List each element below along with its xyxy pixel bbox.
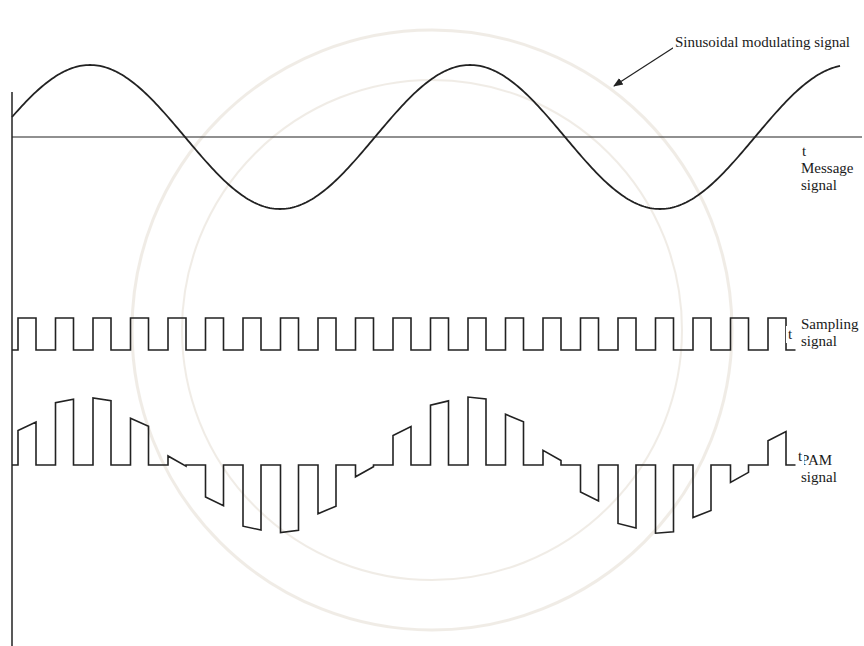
- sampling-pulses: [12, 318, 796, 350]
- axis-label: t: [800, 143, 808, 160]
- watermark-seal: [132, 30, 732, 630]
- signal-title: Sinusoidal modulating signal: [673, 34, 861, 51]
- axis-label: t: [786, 326, 794, 343]
- vertical-axis: [11, 92, 13, 646]
- signal-name: Message signal: [799, 160, 861, 193]
- sine-wave: [12, 65, 840, 209]
- pam-pulses: [12, 397, 796, 533]
- signal-name: Sampling signal: [799, 316, 861, 349]
- leader-arrow: [614, 46, 676, 86]
- axis-label: t: [796, 448, 804, 465]
- signal-name: PAM signal: [799, 452, 861, 485]
- time-axis: [12, 136, 862, 137]
